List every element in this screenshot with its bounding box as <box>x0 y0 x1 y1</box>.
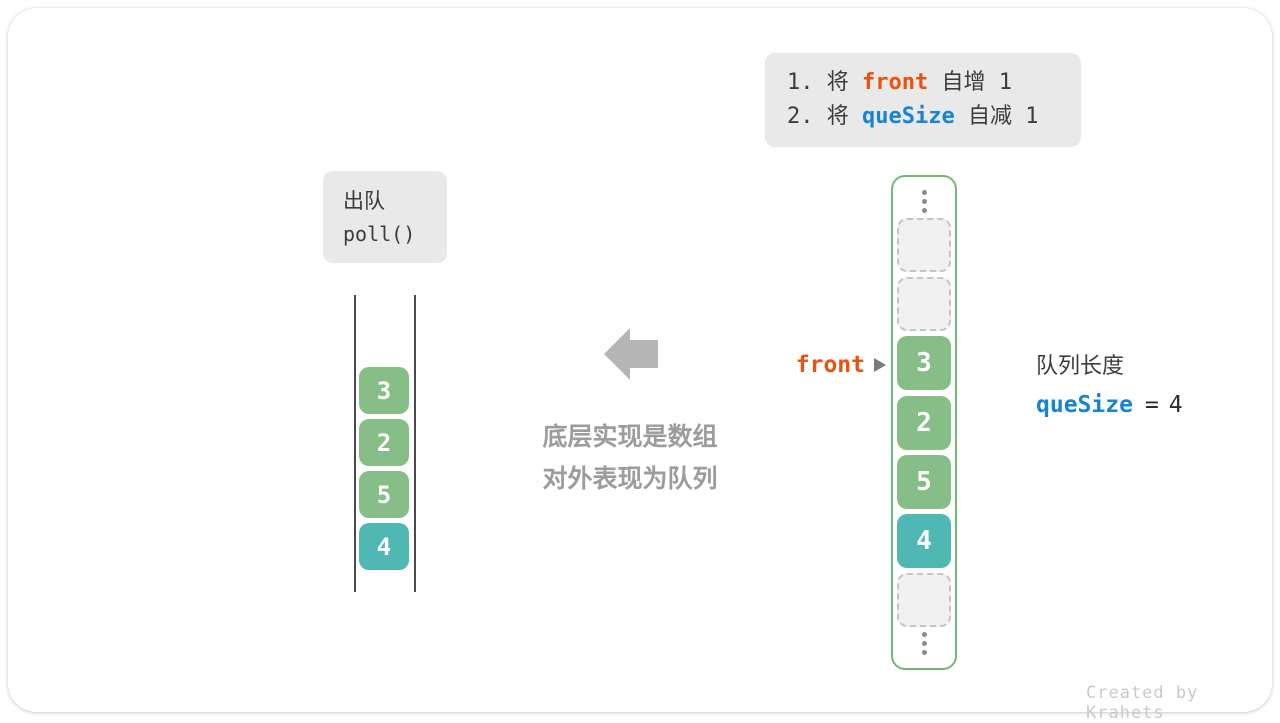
pointer-arrow-icon <box>874 358 886 372</box>
queue-cell: 3 <box>359 367 409 414</box>
array-cell: 3 <box>897 336 951 391</box>
ellipsis-icon <box>921 632 927 655</box>
step-2-suffix: 自减 1 <box>954 104 1039 129</box>
step-1-prefix: 1. 将 <box>787 70 862 95</box>
queue-cell: 5 <box>359 471 409 518</box>
front-pointer-label: front <box>795 352 865 378</box>
operation-method: poll() <box>343 222 416 246</box>
note-line-1: 底层实现是数组 <box>542 423 718 451</box>
left-arrow-icon <box>604 325 658 390</box>
step-1: 1. 将 front 自增 1 <box>787 66 1081 100</box>
equals-sign: = <box>1144 392 1159 418</box>
array-cell: 5 <box>897 454 951 509</box>
step-2-prefix: 2. 将 <box>787 104 862 129</box>
watermark: Created by Krahets <box>1086 683 1199 723</box>
note-line-2: 对外表现为队列 <box>542 465 718 493</box>
array-cell: 2 <box>897 395 951 450</box>
step-1-suffix: 自增 1 <box>928 70 1012 95</box>
queue-cell: 4 <box>359 523 409 570</box>
diagram-canvas: 1. 将 front 自增 1 2. 将 queSize 自减 1 出队 pol… <box>8 8 1272 723</box>
operation-box: 出队 poll() <box>323 171 447 263</box>
array-cell-empty <box>897 218 951 273</box>
front-keyword: front <box>861 70 929 95</box>
queue-length-value: 4 <box>1168 392 1183 418</box>
array-cell-empty <box>897 277 951 332</box>
ellipsis-icon <box>921 190 927 213</box>
front-pointer: front <box>748 352 886 378</box>
quesize-keyword: queSize <box>861 104 955 129</box>
array-column: 3 2 5 4 <box>891 175 957 670</box>
queue-rail-right <box>414 295 416 592</box>
array-cell: 4 <box>897 513 951 568</box>
implementation-note: 底层实现是数组 对外表现为队列 <box>530 416 730 500</box>
quesize-variable: queSize <box>1036 392 1133 418</box>
dequeue-steps-box: 1. 将 front 自增 1 2. 将 queSize 自减 1 <box>765 53 1081 147</box>
queue-length-title: 队列长度 <box>1036 353 1125 378</box>
queue-cell: 2 <box>359 419 409 466</box>
queue-length-expression: queSize = 4 <box>1036 392 1183 418</box>
operation-name: 出队 <box>343 190 385 213</box>
step-2: 2. 将 queSize 自减 1 <box>787 100 1081 134</box>
queue-length-annotation: 队列长度 queSize = 4 <box>1036 348 1183 418</box>
abstract-queue: 3 2 5 4 <box>359 367 409 570</box>
queue-rail-left <box>354 295 356 592</box>
array-cell-empty <box>897 572 951 627</box>
